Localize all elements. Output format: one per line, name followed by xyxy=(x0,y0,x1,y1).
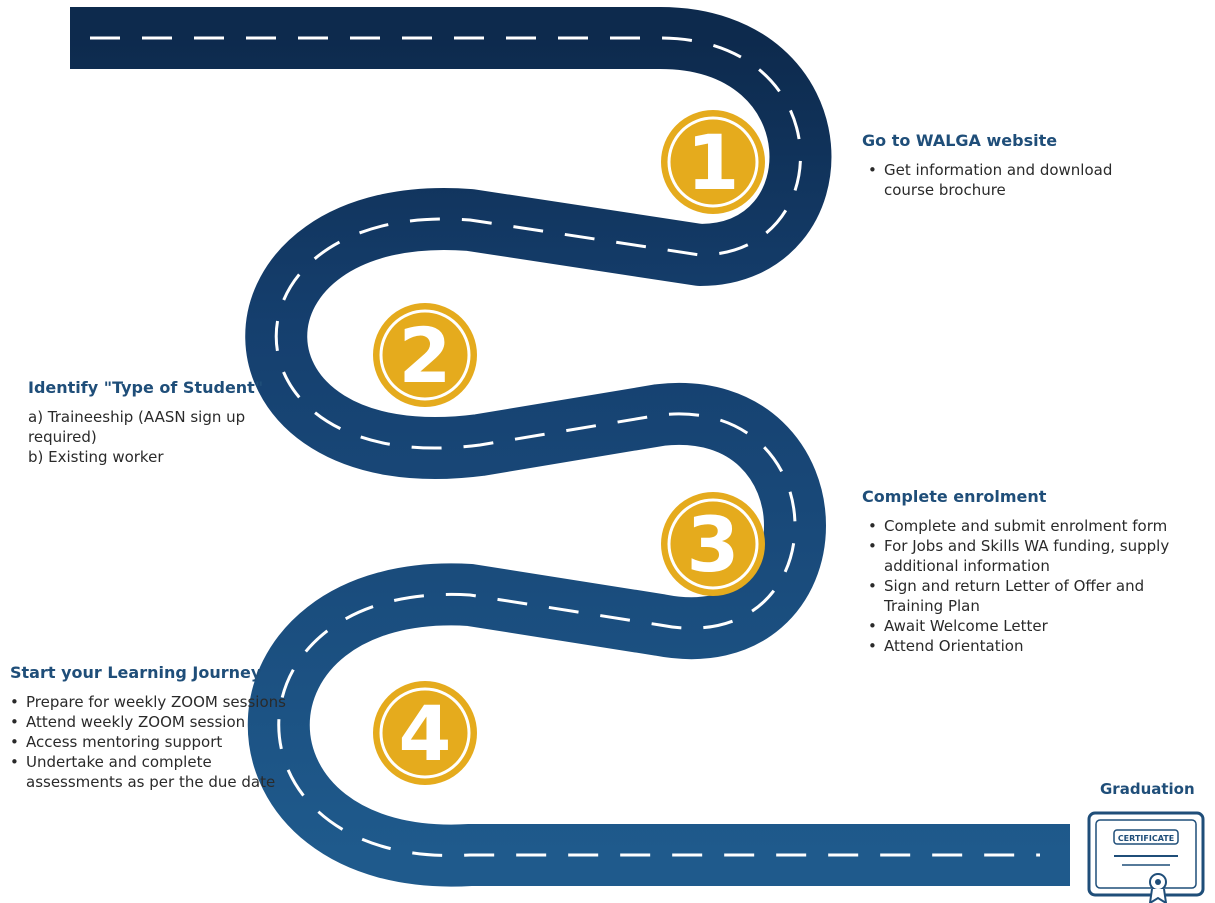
step-2-text: Identify "Type of Student" a) Traineeshi… xyxy=(28,378,290,467)
step-1-title: Go to WALGA website xyxy=(862,131,1058,150)
list-item: Attend weekly ZOOM session xyxy=(4,712,300,732)
step-badge-3: 3 xyxy=(661,492,765,596)
step-number-2: 2 xyxy=(399,311,452,400)
list-item: Access mentoring support xyxy=(4,732,300,752)
list-item: Get information and download course broc… xyxy=(862,160,1134,200)
list-item: Undertake and complete assessments as pe… xyxy=(4,752,300,792)
step-2-list: a) Traineeship (AASN sign up required) b… xyxy=(28,407,290,467)
list-item: Await Welcome Letter xyxy=(862,616,1207,636)
graduation-label: Graduation xyxy=(1100,780,1195,798)
certificate-icon: CERTIFICATE xyxy=(1087,811,1205,903)
step-2-title: Identify "Type of Student" xyxy=(28,378,264,397)
list-item: Prepare for weekly ZOOM sessions xyxy=(4,692,300,712)
step-3-text: Complete enrolment Complete and submit e… xyxy=(862,487,1207,656)
list-item: b) Existing worker xyxy=(28,448,164,466)
step-1-text: Go to WALGA website Get information and … xyxy=(862,131,1162,200)
step-number-4: 4 xyxy=(399,689,452,778)
list-item: a) Traineeship (AASN sign up required) xyxy=(28,408,246,446)
step-number-3: 3 xyxy=(687,500,740,589)
step-4-list: Prepare for weekly ZOOM sessions Attend … xyxy=(4,692,300,792)
list-item: Complete and submit enrolment form xyxy=(862,516,1207,536)
step-4-title: Start your Learning Journey xyxy=(10,663,262,682)
certificate-text: CERTIFICATE xyxy=(1118,834,1174,843)
step-3-title: Complete enrolment xyxy=(862,487,1047,506)
road-centerline xyxy=(90,36,1040,857)
step-badge-4: 4 xyxy=(373,681,477,785)
step-badge-1: 1 xyxy=(661,110,765,214)
step-badge-2: 2 xyxy=(373,303,477,407)
list-item: Sign and return Letter of Offer and Trai… xyxy=(862,576,1207,616)
step-3-list: Complete and submit enrolment form For J… xyxy=(862,516,1207,656)
step-4-text: Start your Learning Journey Prepare for … xyxy=(10,663,300,792)
list-item: Attend Orientation xyxy=(862,636,1207,656)
step-1-list: Get information and download course broc… xyxy=(862,160,1162,200)
list-item: For Jobs and Skills WA funding, supply a… xyxy=(862,536,1207,576)
step-number-1: 1 xyxy=(687,118,740,207)
